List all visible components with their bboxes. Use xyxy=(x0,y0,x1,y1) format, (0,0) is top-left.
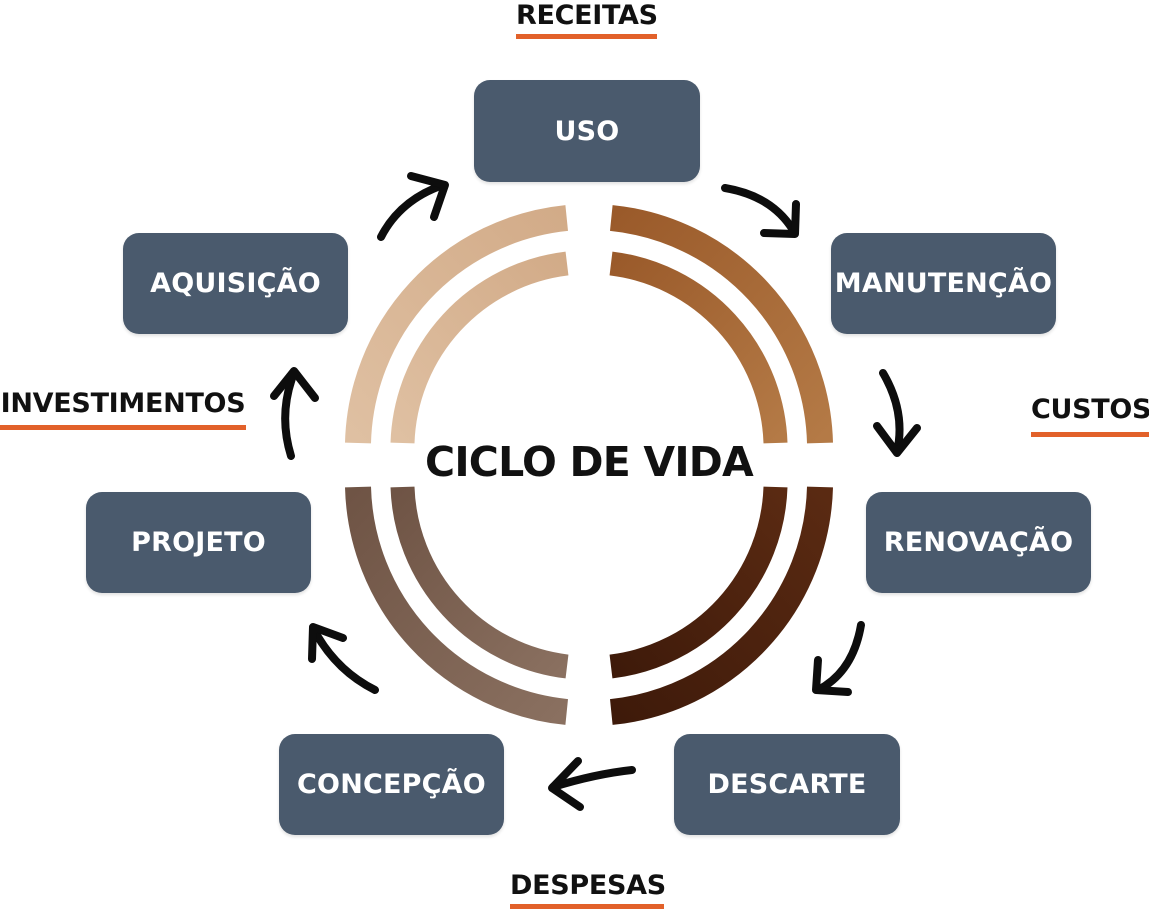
arc-outer-bottom-right xyxy=(609,486,833,725)
arc-inner-bottom-left xyxy=(390,486,569,679)
despesas-underline xyxy=(510,904,664,909)
arc-outer-bottom-left xyxy=(345,486,569,725)
stage-uso: USO xyxy=(474,80,700,182)
stage-aquisicao: AQUISIÇÃO xyxy=(123,233,348,334)
stage-descarte: DESCARTE xyxy=(674,734,900,835)
stage-renovacao: RENOVAÇÃO xyxy=(866,492,1091,593)
outer-ring xyxy=(345,205,833,725)
category-receitas: RECEITAS xyxy=(516,0,658,31)
stage-manutencao: MANUTENÇÃO xyxy=(831,233,1056,334)
receitas-underline xyxy=(516,34,657,39)
investimentos-underline xyxy=(0,425,246,430)
arc-inner-top-right xyxy=(609,251,788,444)
stage-projeto: PROJETO xyxy=(86,492,311,593)
arrow-descarte-to-concepcao-icon xyxy=(548,757,636,811)
arrow-manutencao-to-renovacao-icon xyxy=(873,369,921,457)
category-despesas: DESPESAS xyxy=(510,870,666,901)
arrow-concepcao-to-projeto-icon xyxy=(308,623,379,694)
arc-inner-bottom-right xyxy=(609,486,788,679)
custos-underline xyxy=(1031,432,1149,437)
category-investimentos: INVESTIMENTOS xyxy=(0,388,246,419)
center-title: CICLO DE VIDA xyxy=(425,438,754,486)
inner-ring xyxy=(390,251,788,679)
stage-concepcao: CONCEPÇÃO xyxy=(279,734,504,835)
arc-inner-top-left xyxy=(390,251,569,444)
category-custos: CUSTOS xyxy=(1031,394,1149,425)
arc-outer-top-left xyxy=(345,205,569,444)
arrow-projeto-to-aquisicao-icon xyxy=(270,367,319,460)
arrow-renovacao-to-descarte-icon xyxy=(812,621,865,696)
arrow-uso-to-manutencao-icon xyxy=(721,184,800,238)
arrow-aquisicao-to-uso-icon xyxy=(377,172,449,241)
arc-outer-top-right xyxy=(609,205,833,444)
